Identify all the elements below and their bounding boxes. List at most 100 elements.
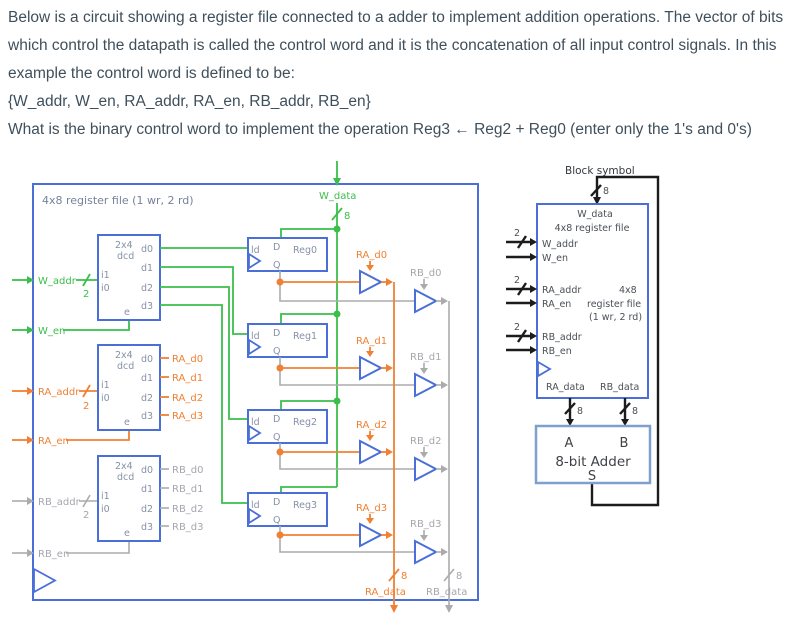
rb-en-label: RB_en (38, 549, 69, 560)
bus-slash (619, 402, 631, 415)
adder-s-port: S (588, 469, 596, 484)
decoder-write: 2x4 dcd i1 i0 e d0 d1 d2 d3 (97, 234, 161, 321)
tristate-buffer-ra2 (359, 439, 384, 465)
block-register-file: W_data 4x8 register file W_addr W_en RA_… (536, 203, 649, 399)
ra-channel-1: RA_d1 (280, 336, 393, 381)
svg-text:i0: i0 (101, 393, 110, 404)
ra-d0-ctl: RA_d0 (356, 250, 387, 261)
w-data-label: W_data (319, 191, 356, 202)
question-intro: Below is a circuit showing a register fi… (8, 9, 784, 82)
svg-text:dcd: dcd (117, 361, 134, 372)
svg-text:8: 8 (632, 406, 638, 417)
w-en-label: W_en (38, 326, 65, 337)
svg-text:D: D (273, 328, 280, 339)
svg-text:RB_addr: RB_addr (542, 332, 582, 343)
svg-text:d3: d3 (141, 522, 153, 533)
q-node-reg0 (276, 278, 284, 286)
svg-text:RA_en: RA_en (542, 299, 571, 310)
ra-channel-0: RA_d0 (280, 250, 393, 295)
w-addr-width: 2 (83, 289, 89, 300)
svg-text:2: 2 (514, 228, 520, 239)
rb-addr-label: RB_addr (38, 497, 81, 508)
rb-data-label: RB_data (426, 587, 467, 598)
svg-text:e: e (124, 528, 130, 539)
adder-name: 8-bit Adder (555, 454, 631, 470)
svg-text:2x4: 2x4 (115, 461, 133, 472)
svg-text:4x8: 4x8 (619, 285, 637, 296)
rb-channel-0: RB_d0 (279, 268, 448, 314)
input-w-addr: W_addr 2 (12, 273, 98, 300)
svg-text:e: e (124, 307, 130, 318)
rb-channel-2: RB_d2 (279, 436, 448, 482)
ra-d3-out: RA_d3 (172, 411, 203, 422)
svg-text:2x4: 2x4 (115, 240, 133, 251)
bus-slash (82, 494, 91, 508)
decoder-read-b: 2x4 dcd i1 i0 e d0 d1 d2 d3 RB_d0 RB_d1 … (97, 455, 204, 542)
rb-data-width: 8 (456, 571, 462, 582)
block-output-wires: 8 8 (564, 398, 638, 426)
w-addr-label: W_addr (38, 276, 77, 287)
tristate-buffer-ra3 (359, 522, 384, 548)
clock-triangle-main (33, 567, 57, 594)
bus-slash (517, 235, 527, 249)
svg-text:d3: d3 (141, 301, 153, 312)
svg-text:e: e (124, 417, 130, 428)
bus-slash (590, 184, 602, 197)
rb-channel-1: RB_d1 (279, 352, 448, 398)
svg-text:Q: Q (273, 260, 280, 271)
write-select-wires (160, 247, 248, 504)
rb-data-bus: 8 RB_data (426, 301, 467, 613)
clock-triangle-block (537, 360, 552, 378)
reg2-name: Reg2 (293, 417, 317, 428)
bus-slash (564, 402, 576, 415)
ra-addr-width: 2 (83, 401, 89, 412)
tristate-buffer-ra0 (359, 269, 384, 295)
svg-text:i1: i1 (101, 270, 110, 281)
svg-text:2x4: 2x4 (115, 350, 133, 361)
q-node-reg2 (276, 448, 284, 456)
rb-d2-out: RB_d2 (172, 504, 204, 515)
input-rb-addr: RB_addr 2 (12, 494, 98, 521)
svg-text:RB_en: RB_en (542, 346, 572, 357)
svg-text:(1 wr, 2 rd): (1 wr, 2 rd) (589, 312, 642, 323)
input-w-en: W_en (12, 321, 130, 337)
svg-text:Q: Q (273, 432, 280, 443)
ra-channel-3: RA_d3 (280, 503, 393, 548)
svg-text:ld: ld (251, 417, 260, 428)
ra-d3-ctl: RA_d3 (356, 503, 387, 514)
rb-d3-out: RB_d3 (172, 522, 204, 533)
svg-text:W_en: W_en (542, 253, 568, 264)
bus-slash (517, 329, 527, 343)
svg-text:d1: d1 (141, 484, 153, 495)
ra-d0-out: RA_d0 (172, 354, 203, 365)
ra-d2-ctl: RA_d2 (356, 420, 387, 431)
svg-text:RA_addr: RA_addr (542, 285, 581, 296)
block-inputs: 2 2 2 (506, 228, 537, 354)
block-w-data-width: 8 (603, 186, 609, 197)
ra-addr-label: RA_addr (38, 387, 80, 398)
ra-data-label: RA_data (365, 587, 406, 598)
tristate-buffer-rb1 (414, 372, 439, 398)
input-ra-addr: RA_addr 2 (12, 384, 98, 412)
svg-text:8: 8 (577, 406, 583, 417)
svg-text:D: D (273, 414, 280, 425)
svg-text:i1: i1 (101, 380, 110, 391)
svg-text:ld: ld (251, 331, 260, 342)
w-data-bus: W_data 8 (280, 161, 356, 493)
svg-text:D: D (273, 242, 280, 253)
reg1-name: Reg1 (293, 331, 317, 342)
svg-text:dcd: dcd (117, 251, 134, 262)
tristate-buffer-rb2 (414, 456, 439, 482)
register-reg2: ld D Reg2 Q (247, 409, 328, 452)
input-ra-en: RA_en (12, 431, 130, 447)
bus-slash (331, 207, 343, 221)
adder-a-port: A (565, 436, 574, 451)
input-rb-en: RB_en (12, 542, 130, 560)
svg-text:d0: d0 (141, 465, 153, 476)
rb-d1-out: RB_d1 (172, 484, 204, 495)
bus-slash (82, 384, 91, 398)
reg0-name: Reg0 (293, 245, 317, 256)
svg-text:W_addr: W_addr (542, 239, 578, 250)
bus-slash (388, 568, 400, 582)
